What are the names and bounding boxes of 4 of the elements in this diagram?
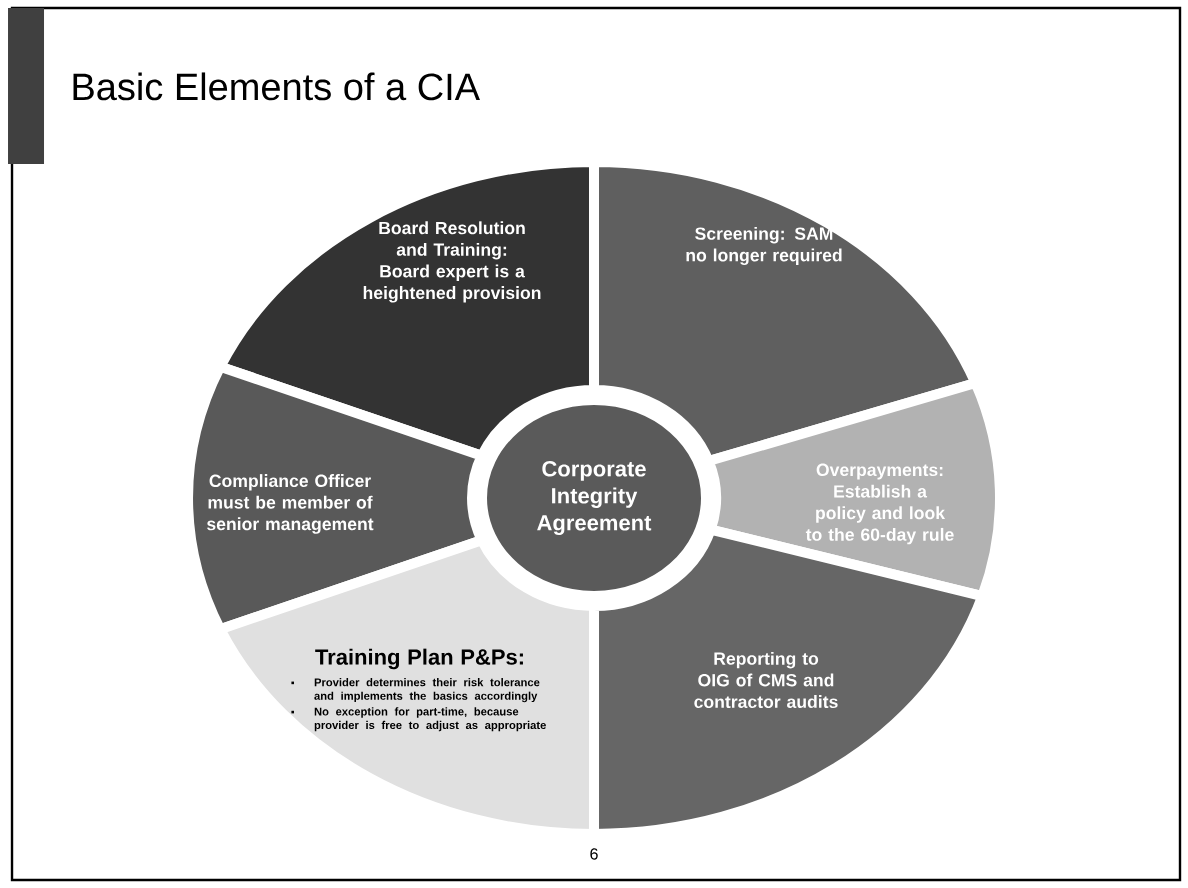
- pie-segment: Board Resolution and Training: Board expert is a heightened provision: [215, 157, 599, 461]
- slide-title: Basic Elements of a CIA: [73, 72, 480, 101]
- page-number: 6: [590, 848, 598, 860]
- pie-segment: Compliance Officer must be member of senior management: [183, 361, 487, 635]
